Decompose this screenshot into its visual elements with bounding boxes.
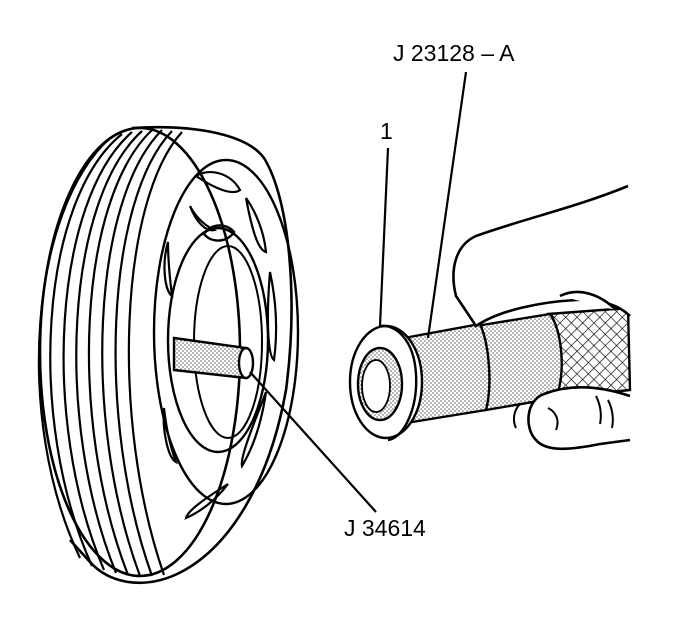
belt-grooves bbox=[37, 129, 183, 577]
technician-hand bbox=[452, 184, 631, 451]
leader-installer-tool bbox=[426, 71, 468, 339]
label-item-number: 1 bbox=[380, 118, 393, 144]
balancer-outer-rim bbox=[69, 125, 293, 584]
installer-tool bbox=[348, 306, 632, 442]
balancer-slots bbox=[162, 171, 278, 520]
label-installer-tool: J 23128 – A bbox=[393, 40, 515, 66]
hand-thumb bbox=[559, 290, 617, 311]
tool-body bbox=[402, 322, 491, 424]
guide-tool-rod bbox=[172, 336, 255, 380]
leader-item-1 bbox=[378, 147, 390, 327]
balancer-hub-ring bbox=[152, 158, 300, 506]
crankshaft-balancer bbox=[37, 125, 300, 584]
balancer-keyway bbox=[202, 224, 236, 242]
label-guide-tool: J 34614 bbox=[344, 515, 426, 541]
hand-fingers bbox=[527, 386, 631, 451]
leader-lines bbox=[249, 71, 468, 513]
leader-guide-tool bbox=[249, 371, 377, 513]
